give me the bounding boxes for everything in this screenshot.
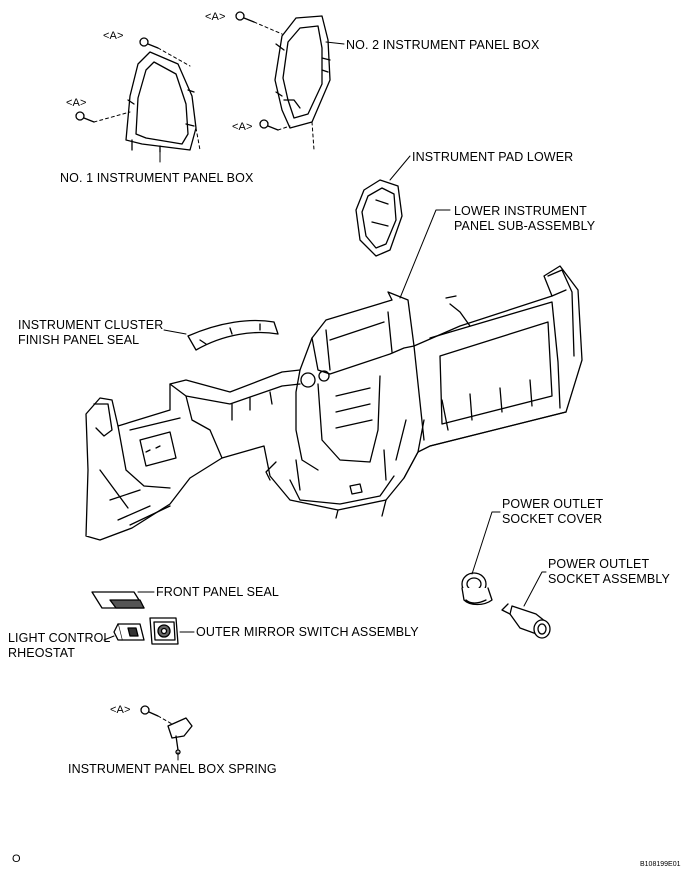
label-no1-instrument-panel-box: NO. 1 INSTRUMENT PANEL BOX [60,171,254,185]
figure-code: B108199E01 [640,861,681,868]
label-lower-instrument-panel-line2: PANEL SUB-ASSEMBLY [454,219,596,233]
label-light-control-line2: RHEOSTAT [8,646,76,660]
instrument-cluster-finish-panel-seal [187,319,279,351]
fastener-tag-bottom: <A> [110,704,131,716]
front-panel-seal [91,591,145,609]
fastener-dashed-lines [93,21,315,725]
fastener-screws [75,11,279,717]
label-power-outlet-socket-cover: POWER OUTLET SOCKET COVER [502,497,603,527]
label-light-control-line1: LIGHT CONTROL [8,631,111,645]
label-instrument-panel-box-spring: INSTRUMENT PANEL BOX SPRING [68,762,277,776]
no1-instrument-panel-box [125,51,197,153]
label-no2-instrument-panel-box: NO. 2 INSTRUMENT PANEL BOX [346,38,540,52]
instrument-panel-box-spring [167,717,193,755]
fastener-tag-top-left: <A> [103,30,124,42]
fastener-tag-top: <A> [205,11,226,23]
label-instrument-cluster-finish-panel-seal: INSTRUMENT CLUSTER FINISH PANEL SEAL [18,318,163,348]
fastener-tag-left: <A> [66,97,87,109]
label-lower-instrument-panel: LOWER INSTRUMENT PANEL SUB-ASSEMBLY [454,204,595,234]
lower-instrument-panel-sub-assembly [85,265,583,541]
label-lower-instrument-panel-line1: LOWER INSTRUMENT [454,204,587,218]
light-control-rheostat [113,623,145,641]
power-outlet-socket-assembly [501,603,551,639]
label-leader-lines [103,41,547,761]
label-outlet-cover-line1: POWER OUTLET [502,497,604,511]
label-front-panel-seal: FRONT PANEL SEAL [156,585,279,599]
fastener-tag-middle: <A> [232,121,253,133]
label-power-outlet-socket-assembly: POWER OUTLET SOCKET ASSEMBLY [548,557,670,587]
label-outlet-assembly-line2: SOCKET ASSEMBLY [548,572,670,586]
label-cluster-seal-line1: INSTRUMENT CLUSTER [18,318,164,332]
corner-mark: O [12,853,21,865]
label-instrument-pad-lower: INSTRUMENT PAD LOWER [412,150,574,164]
label-outer-mirror-switch-assembly: OUTER MIRROR SWITCH ASSEMBLY [196,625,419,639]
no2-instrument-panel-box [274,15,331,129]
label-cluster-seal-line2: FINISH PANEL SEAL [18,333,140,347]
power-outlet-socket-cover [461,572,493,606]
label-outlet-assembly-line1: POWER OUTLET [548,557,650,571]
outer-mirror-switch-assembly [149,617,179,645]
instrument-pad-lower [355,179,403,257]
label-outlet-cover-line2: SOCKET COVER [502,512,603,526]
label-light-control-rheostat: LIGHT CONTROL RHEOSTAT [8,631,110,661]
